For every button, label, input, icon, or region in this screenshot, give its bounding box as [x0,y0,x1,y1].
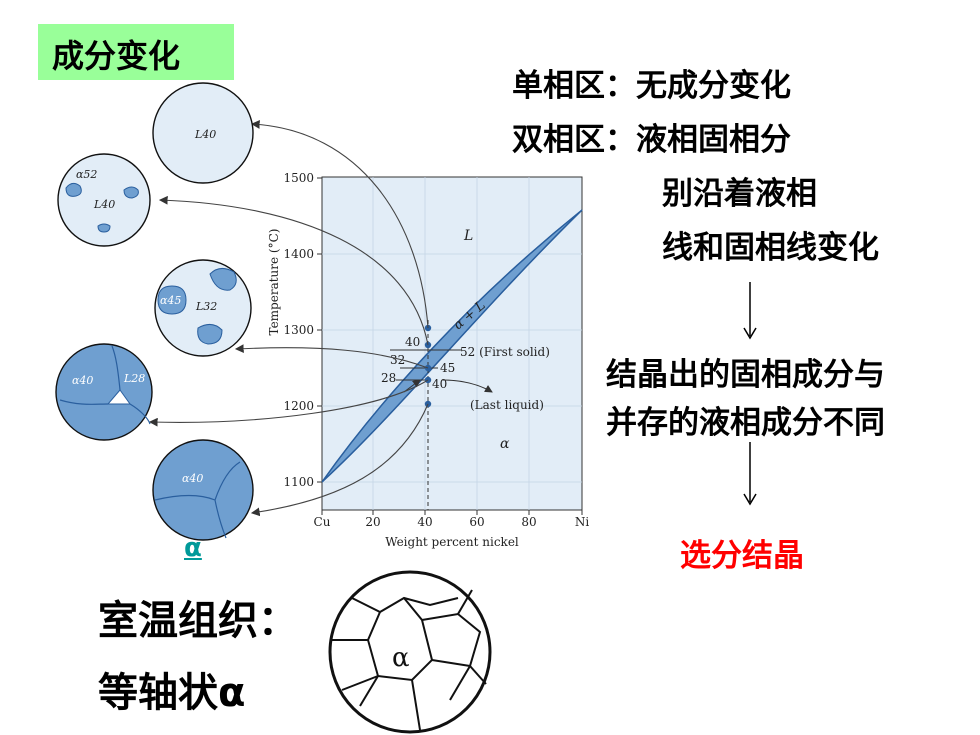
two-phase-line-3: 线和固相线变化 [662,230,879,266]
y-tick-1400: 1400 [283,247,314,261]
svg-text:L40: L40 [93,198,115,211]
single-phase-line: 单相区：无成分变化 [512,68,791,104]
x-axis-title: Weight percent nickel [385,535,519,549]
tie-label-40b: 40 [432,377,447,391]
equiaxed-label: 等轴状α [98,670,246,716]
first-solid-label: 52 (First solid) [460,345,550,359]
x-tick-ni: Ni [575,515,590,529]
region-liquid-label: L [463,228,473,244]
last-liquid-label: (Last liquid) [470,398,544,412]
svg-text:α: α [392,643,410,673]
x-tick-80: 80 [521,515,536,529]
micro-circle-2: α52 L40 [57,153,151,247]
room-temp-label: 室温组织： [98,598,298,644]
y-axis-title: Temperature (°C) [267,229,281,336]
x-tick-40: 40 [417,515,432,529]
y-tick-1300: 1300 [283,323,314,337]
plot-grid [322,177,582,510]
svg-text:L32: L32 [195,300,217,313]
micro-circle-3: α45 L32 [154,259,252,357]
svg-text:α52: α52 [76,168,97,181]
solidus-line [321,209,583,483]
y-tick-1200: 1200 [283,399,314,413]
micro-arrows [148,120,429,517]
result-line-2: 并存的液相成分不同 [606,405,885,441]
down-arrow-1 [743,282,757,340]
y-tick-1100: 1100 [283,475,314,489]
micro-circle-5: α40 [152,439,254,541]
down-arrow-2 [743,442,757,506]
y-tick-1500: 1500 [283,171,314,185]
alpha-link[interactable]: α [184,533,202,563]
svg-text:α45: α45 [160,294,181,307]
grain-structure-circle: α [328,570,492,734]
svg-text:α40: α40 [72,374,93,387]
svg-text:L28: L28 [123,372,145,385]
tie-label-28: 28 [381,371,396,385]
svg-text:L40: L40 [194,128,216,141]
tie-label-32: 32 [390,353,405,367]
svg-text:α40: α40 [182,472,203,485]
section-tag: 成分变化 [38,24,234,80]
tie-label-45: 45 [440,361,455,375]
micro-circle-1: L40 [152,82,254,184]
result-line-1: 结晶出的固相成分与 [606,357,885,393]
region-alpha-label: α [500,436,510,452]
micro-circle-4: α40 L28 [55,343,153,441]
tie-label-40: 40 [405,335,420,349]
section-tag-title: 成分变化 [52,37,181,75]
x-tick-cu: Cu [314,515,331,529]
liquidus-line [321,209,583,483]
two-phase-line: 双相区：液相固相分 [512,122,791,158]
two-phase-line-2: 别沿着液相 [662,176,817,212]
x-tick-20: 20 [365,515,380,529]
conclusion-text: 选分结晶 [680,538,804,574]
x-tick-60: 60 [469,515,484,529]
